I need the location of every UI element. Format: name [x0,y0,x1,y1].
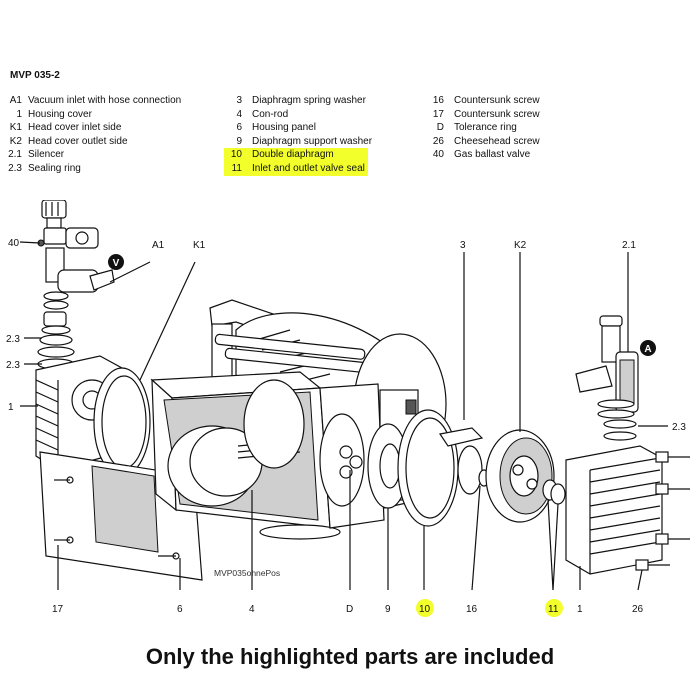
valve-seal [550,483,566,505]
callout-D: D [346,604,353,615]
callout-K2: K2 [514,240,527,251]
legend-desc: Silencer [28,149,65,161]
legend-desc: Tolerance ring [454,122,517,134]
highlight-marker-10 [416,599,434,617]
silencer-assembly [575,315,639,441]
callout-17: 17 [52,604,64,615]
legend-code: 1 [16,108,22,120]
head-cover-inlet [93,367,151,477]
legend-desc: Housing cover [28,108,92,120]
legend-item: 2.1 Silencer [8,148,64,162]
leader-lines [19,241,668,591]
legend-item: D Tolerance ring [424,121,517,135]
legend-code: D [436,122,444,134]
legend-item: 16 Countersunk screw [424,94,540,108]
legend-desc: Head cover inlet side [28,122,122,134]
legend-desc: Con-rod [252,108,289,120]
legend-item: 17 Countersunk screw [424,108,540,122]
gas-ballast-valve [37,200,115,370]
legend-desc: Vacuum inlet with hose connection [28,95,182,106]
legend-item: 6 Housing panel [224,121,368,135]
legend-column-2: 3 Diaphragm spring washer 4 Con-rod 6 Housi… [224,94,372,176]
diaphragm-spring-washer [457,445,483,495]
callout-26: 26 [632,604,644,615]
legend-code: 26 [432,135,444,147]
legend-code: 4 [236,108,242,120]
callout-10: 10 [419,604,431,615]
legend-item: 2.3 Sealing ring [8,162,81,176]
highlight-marker-11 [545,599,563,617]
legend-desc: Double diaphragm [252,149,334,161]
legend-desc: Inlet and outlet valve seal [252,162,365,174]
legend-code: 40 [432,149,444,161]
legend-code: 11 [231,162,242,174]
head-cover-outlet [485,429,555,523]
legend-code: 17 [432,108,444,120]
legend-item: 9 Diaphragm support washer [224,135,372,149]
legend-item-highlighted: 11 Inlet and outlet valve seal [224,161,368,176]
legend-desc: Sealing ring [28,162,81,174]
callout-6: 6 [177,604,183,615]
legend-code: 6 [236,122,242,134]
pump-housing: MVP035ohnePos [150,299,447,578]
legend-code: 16 [432,95,444,106]
legend-code: 2.3 [8,162,22,174]
legend-item: A1 Vacuum inlet with hose connection [8,94,181,108]
outlet-direction-marker [640,340,656,356]
exploded-view-diagram: V [6,200,690,617]
callout-11: 11 [548,604,559,615]
legend-item-highlighted: 10 Double diaphragm [224,148,368,162]
legend-code: K1 [9,122,22,134]
legend-desc: Housing panel [252,122,316,134]
callout-2-3: 2.3 [672,422,686,433]
legend-item: 40 Gas ballast valve [424,148,530,162]
inlet-direction-letter: V [113,258,120,269]
callout-4: 4 [249,604,255,615]
model-title: MVP 035-2 [10,70,60,81]
legend-desc: Gas ballast valve [454,149,531,161]
legend-code: A1 [9,95,22,106]
footer-note: Only the highlighted parts are included [145,644,555,669]
callout-9: 9 [385,604,391,615]
callout-40: 40 [8,238,20,249]
legend-item: 3 Diaphragm spring washer [224,94,368,108]
callout-1: 1 [8,402,14,413]
image-caption: MVP035ohnePos [214,568,280,578]
legend-desc: Diaphragm spring washer [252,95,366,106]
callout-K1: K1 [193,240,206,251]
callout-A1: A1 [152,240,165,251]
callout-2-3: 2.3 [6,360,20,371]
callout-2-3: 2.3 [6,334,20,345]
cheesehead-screws [635,451,690,571]
legend-code: 10 [230,149,242,161]
legend-code: 9 [236,135,242,147]
inlet-direction-marker [108,254,124,270]
legend-item: 1 Housing cover [8,108,91,122]
legend-desc: Cheesehead screw [454,135,540,147]
legend-item: 4 Con-rod [224,108,368,122]
legend-desc: Countersunk screw [454,108,540,120]
legend-column-1: A1 Vacuum inlet with hose connection 1 Hou… [8,94,181,176]
callout-16: 16 [466,604,478,615]
legend-code: 3 [236,95,242,106]
legend-item: K2 Head cover outlet side [8,135,128,149]
legend-desc: Head cover outlet side [28,135,128,147]
legend-desc: Diaphragm support washer [252,135,373,147]
outlet-direction-letter: A [644,344,651,355]
callout-1: 1 [577,604,583,615]
legend-item: K1 Head cover inlet side [8,121,122,135]
callout-2-1: 2.1 [622,240,636,251]
callout-3: 3 [460,240,466,251]
right-housing-cover [565,445,663,575]
legend-code: 2.1 [8,149,22,161]
legend-item: 26 Cheesehead screw [424,135,540,149]
legend-code: K2 [9,135,22,147]
legend-desc: Countersunk screw [454,95,540,106]
